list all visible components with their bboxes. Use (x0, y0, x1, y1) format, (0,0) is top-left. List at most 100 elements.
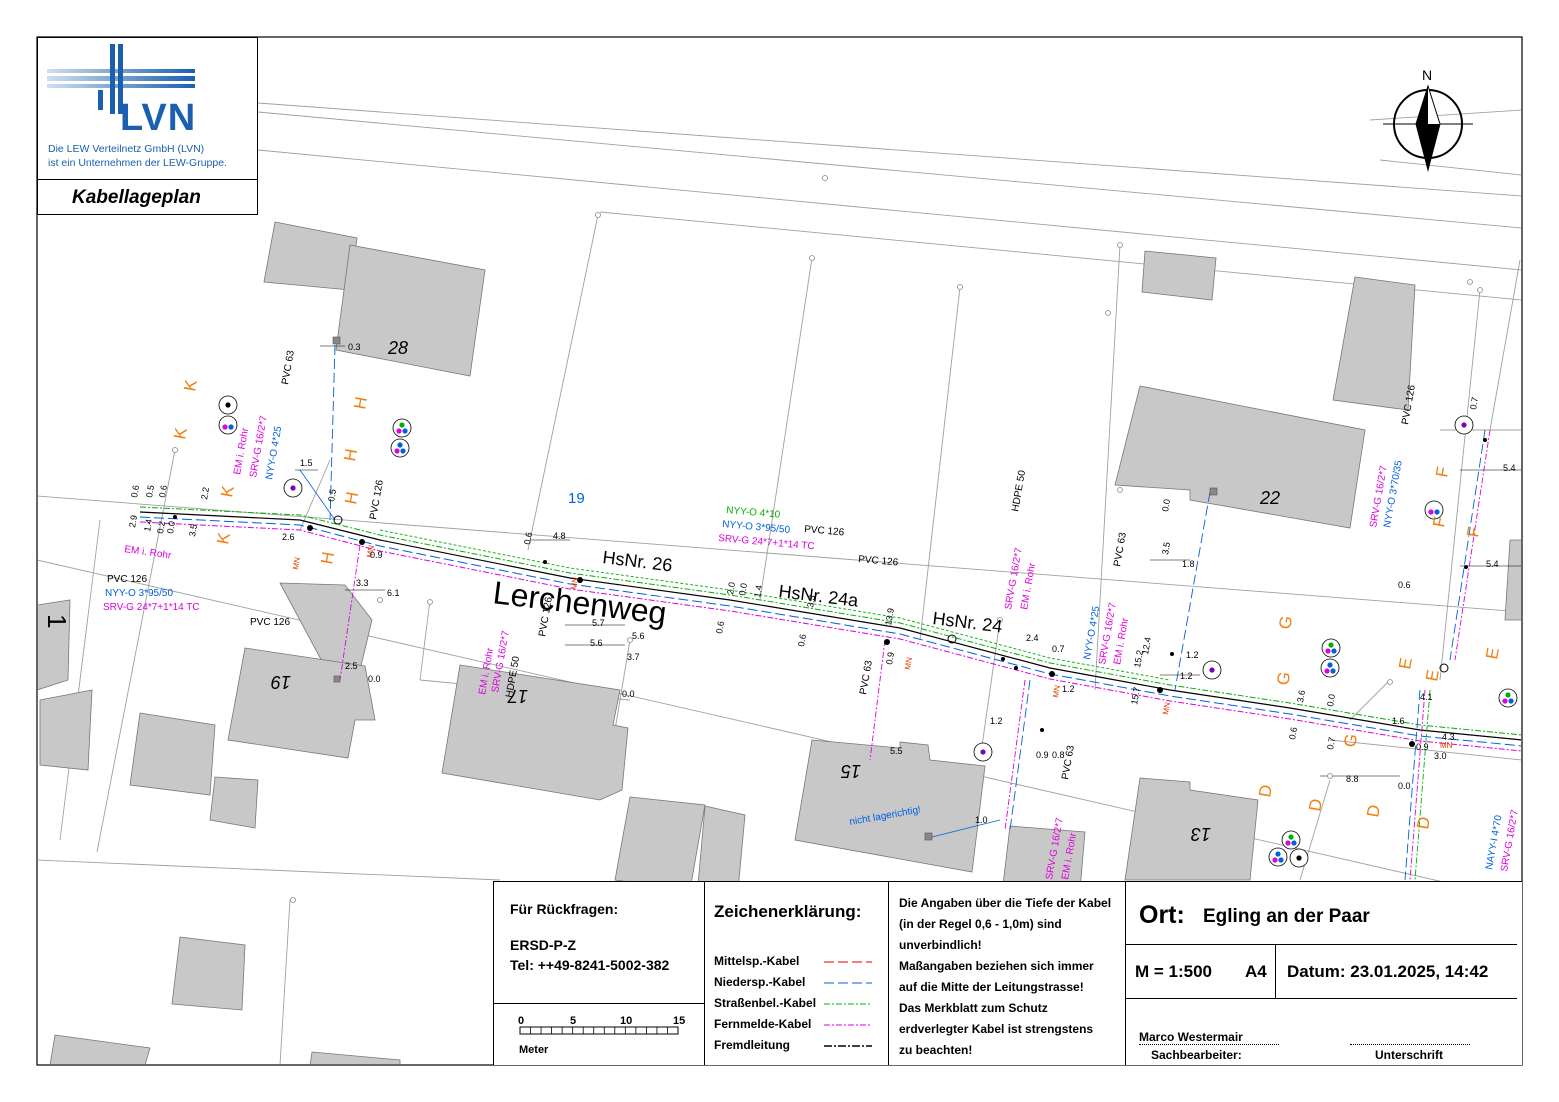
building-13 (1124, 777, 1259, 881)
editor-name: Marco Westermair (1139, 1030, 1243, 1044)
measurement-label: 0.9 (1036, 750, 1049, 760)
svg-text:NYY-O 4*10: NYY-O 4*10 (726, 505, 781, 521)
signature-label: Unterschrift (1375, 1048, 1444, 1062)
measurement-label: 0.6 (129, 484, 141, 498)
measurement-label: 0.0 (1398, 781, 1411, 791)
building-17 (441, 664, 629, 801)
measurement-label: 2.5 (345, 661, 358, 671)
scale-tick-label: 0 (518, 1015, 525, 1027)
legend-item-label: Fernmelde-Kabel (714, 1017, 812, 1031)
building-22 (1114, 385, 1366, 529)
measurement-label: 0.6 (522, 531, 534, 545)
measurement-label: 0.7 (1468, 396, 1480, 410)
measurement-label: 1.6 (1392, 716, 1405, 726)
measurement-label: 1.5 (300, 458, 313, 468)
measurement-label: 5.5 (890, 746, 903, 756)
svg-text:PVC 126: PVC 126 (858, 554, 899, 568)
measurement-label: 3.5 (1160, 541, 1172, 555)
legend-item-label: Niedersp.-Kabel (714, 975, 806, 989)
measurement-label: 0.0 (1325, 693, 1337, 707)
scale-tick-label: 5 (570, 1015, 577, 1027)
lvn-logo-icon (47, 44, 195, 114)
measurement-label: 5.4 (1503, 463, 1516, 473)
legend-line-swatch (824, 961, 872, 963)
notice-line: auf die Mitte der Leitungstrasse! (899, 980, 1084, 994)
compass-north-label: N (1422, 67, 1432, 83)
svg-text:PVC 126: PVC 126 (107, 574, 147, 585)
building (279, 582, 373, 671)
building (49, 1034, 151, 1064)
title-block: Für Rückfragen: ERSD-P-Z Tel: ++49-8241-… (493, 881, 1522, 1065)
plot-number: 17 (507, 686, 528, 706)
station-letter: F (1432, 465, 1453, 479)
station-icon (1320, 658, 1340, 678)
svg-text:NYY-O 3*95/50: NYY-O 3*95/50 (105, 588, 173, 599)
scale-unit: Meter (519, 1044, 549, 1056)
contact-phone: Tel: ++49-8241-5002-382 (510, 957, 670, 973)
station-letter: D (1305, 797, 1326, 812)
legend-title: Zeichenerklärung: (714, 902, 862, 921)
station-letter: E (1422, 668, 1443, 682)
measurement-label: 1.4 (752, 584, 764, 598)
measurement-label: 8.8 (1346, 774, 1359, 784)
building (39, 689, 93, 771)
nodes (172, 175, 1483, 928)
measurement-label: 4.1 (1420, 692, 1433, 702)
station-icon (1268, 847, 1288, 867)
notice-line: Das Merkblatt zum Schutz (899, 1001, 1048, 1015)
notice-line: erdverlegter Kabel ist strengstens (899, 1022, 1094, 1036)
house-connection-boxes (332, 336, 1218, 841)
station-icon (1498, 688, 1518, 708)
measurement-label: 1.8 (1182, 559, 1195, 569)
paper-size: A4 (1245, 962, 1267, 981)
measurement-label: 0.0 (1160, 498, 1172, 512)
legend-line-swatch (824, 1045, 872, 1047)
building (1141, 250, 1217, 301)
station-letter: E (1395, 656, 1416, 670)
location-panel: Ort: Egling an der Paar M = 1:500 A4 Dat… (1125, 882, 1523, 1065)
measurement-label: 4.3 (1442, 732, 1455, 742)
measurement-label: 13.9 (883, 607, 896, 626)
measurement-label: 0.5 (326, 488, 338, 502)
station-letter: H (340, 447, 361, 462)
station-letter: D (1363, 803, 1384, 818)
plot-number: 28 (387, 338, 408, 358)
measurement-label: 0.5 (144, 484, 156, 498)
station-letter: E (1482, 646, 1503, 660)
station-letter: F (1463, 525, 1484, 539)
building-19 (227, 647, 376, 759)
joints (173, 438, 1487, 747)
notice-line: (in der Regel 0,6 - 1,0m) sind (899, 917, 1062, 931)
svg-text:MN: MN (1440, 741, 1453, 750)
measurement-label: 1.2 (990, 716, 1003, 726)
legend-line-swatch (824, 982, 872, 984)
logo-text: LVN (120, 97, 197, 139)
measurement-label: 4.8 (553, 531, 566, 541)
measurement-label: 3.0 (1434, 751, 1447, 761)
measurement-label: 6.1 (387, 588, 400, 598)
ort-value: Egling an der Paar (1203, 906, 1370, 927)
company-line-2: ist ein Unternehmen der LEW-Gruppe. (48, 157, 227, 169)
measurement-label: 0.6 (157, 484, 169, 498)
building (614, 796, 706, 891)
svg-text:MN: MN (903, 656, 914, 670)
logo-box: LVN Die LEW Verteilnetz GmbH (LVN) ist e… (37, 37, 258, 215)
measurement-label: 3.6 (1295, 689, 1307, 703)
svg-text:MN: MN (365, 544, 376, 558)
station-icon (390, 438, 410, 458)
station-icon (392, 418, 412, 438)
measurement-label: 0.9 (884, 651, 896, 665)
measurement-label: 1.2 (1180, 671, 1193, 681)
measurement-label: 5.6 (590, 638, 603, 648)
svg-text:MN: MN (569, 576, 580, 590)
measurement-label: 5.7 (592, 618, 605, 628)
station-letter: H (350, 395, 371, 410)
measurement-label: 0.6 (714, 620, 726, 634)
plot-number: 19 (271, 672, 291, 692)
building (309, 1051, 401, 1064)
measurement-label: 0.7 (1052, 644, 1065, 654)
measurement-label: 1.0 (975, 815, 988, 825)
plot-number: 1 (42, 614, 72, 628)
street-lamp-icons (333, 515, 1449, 673)
